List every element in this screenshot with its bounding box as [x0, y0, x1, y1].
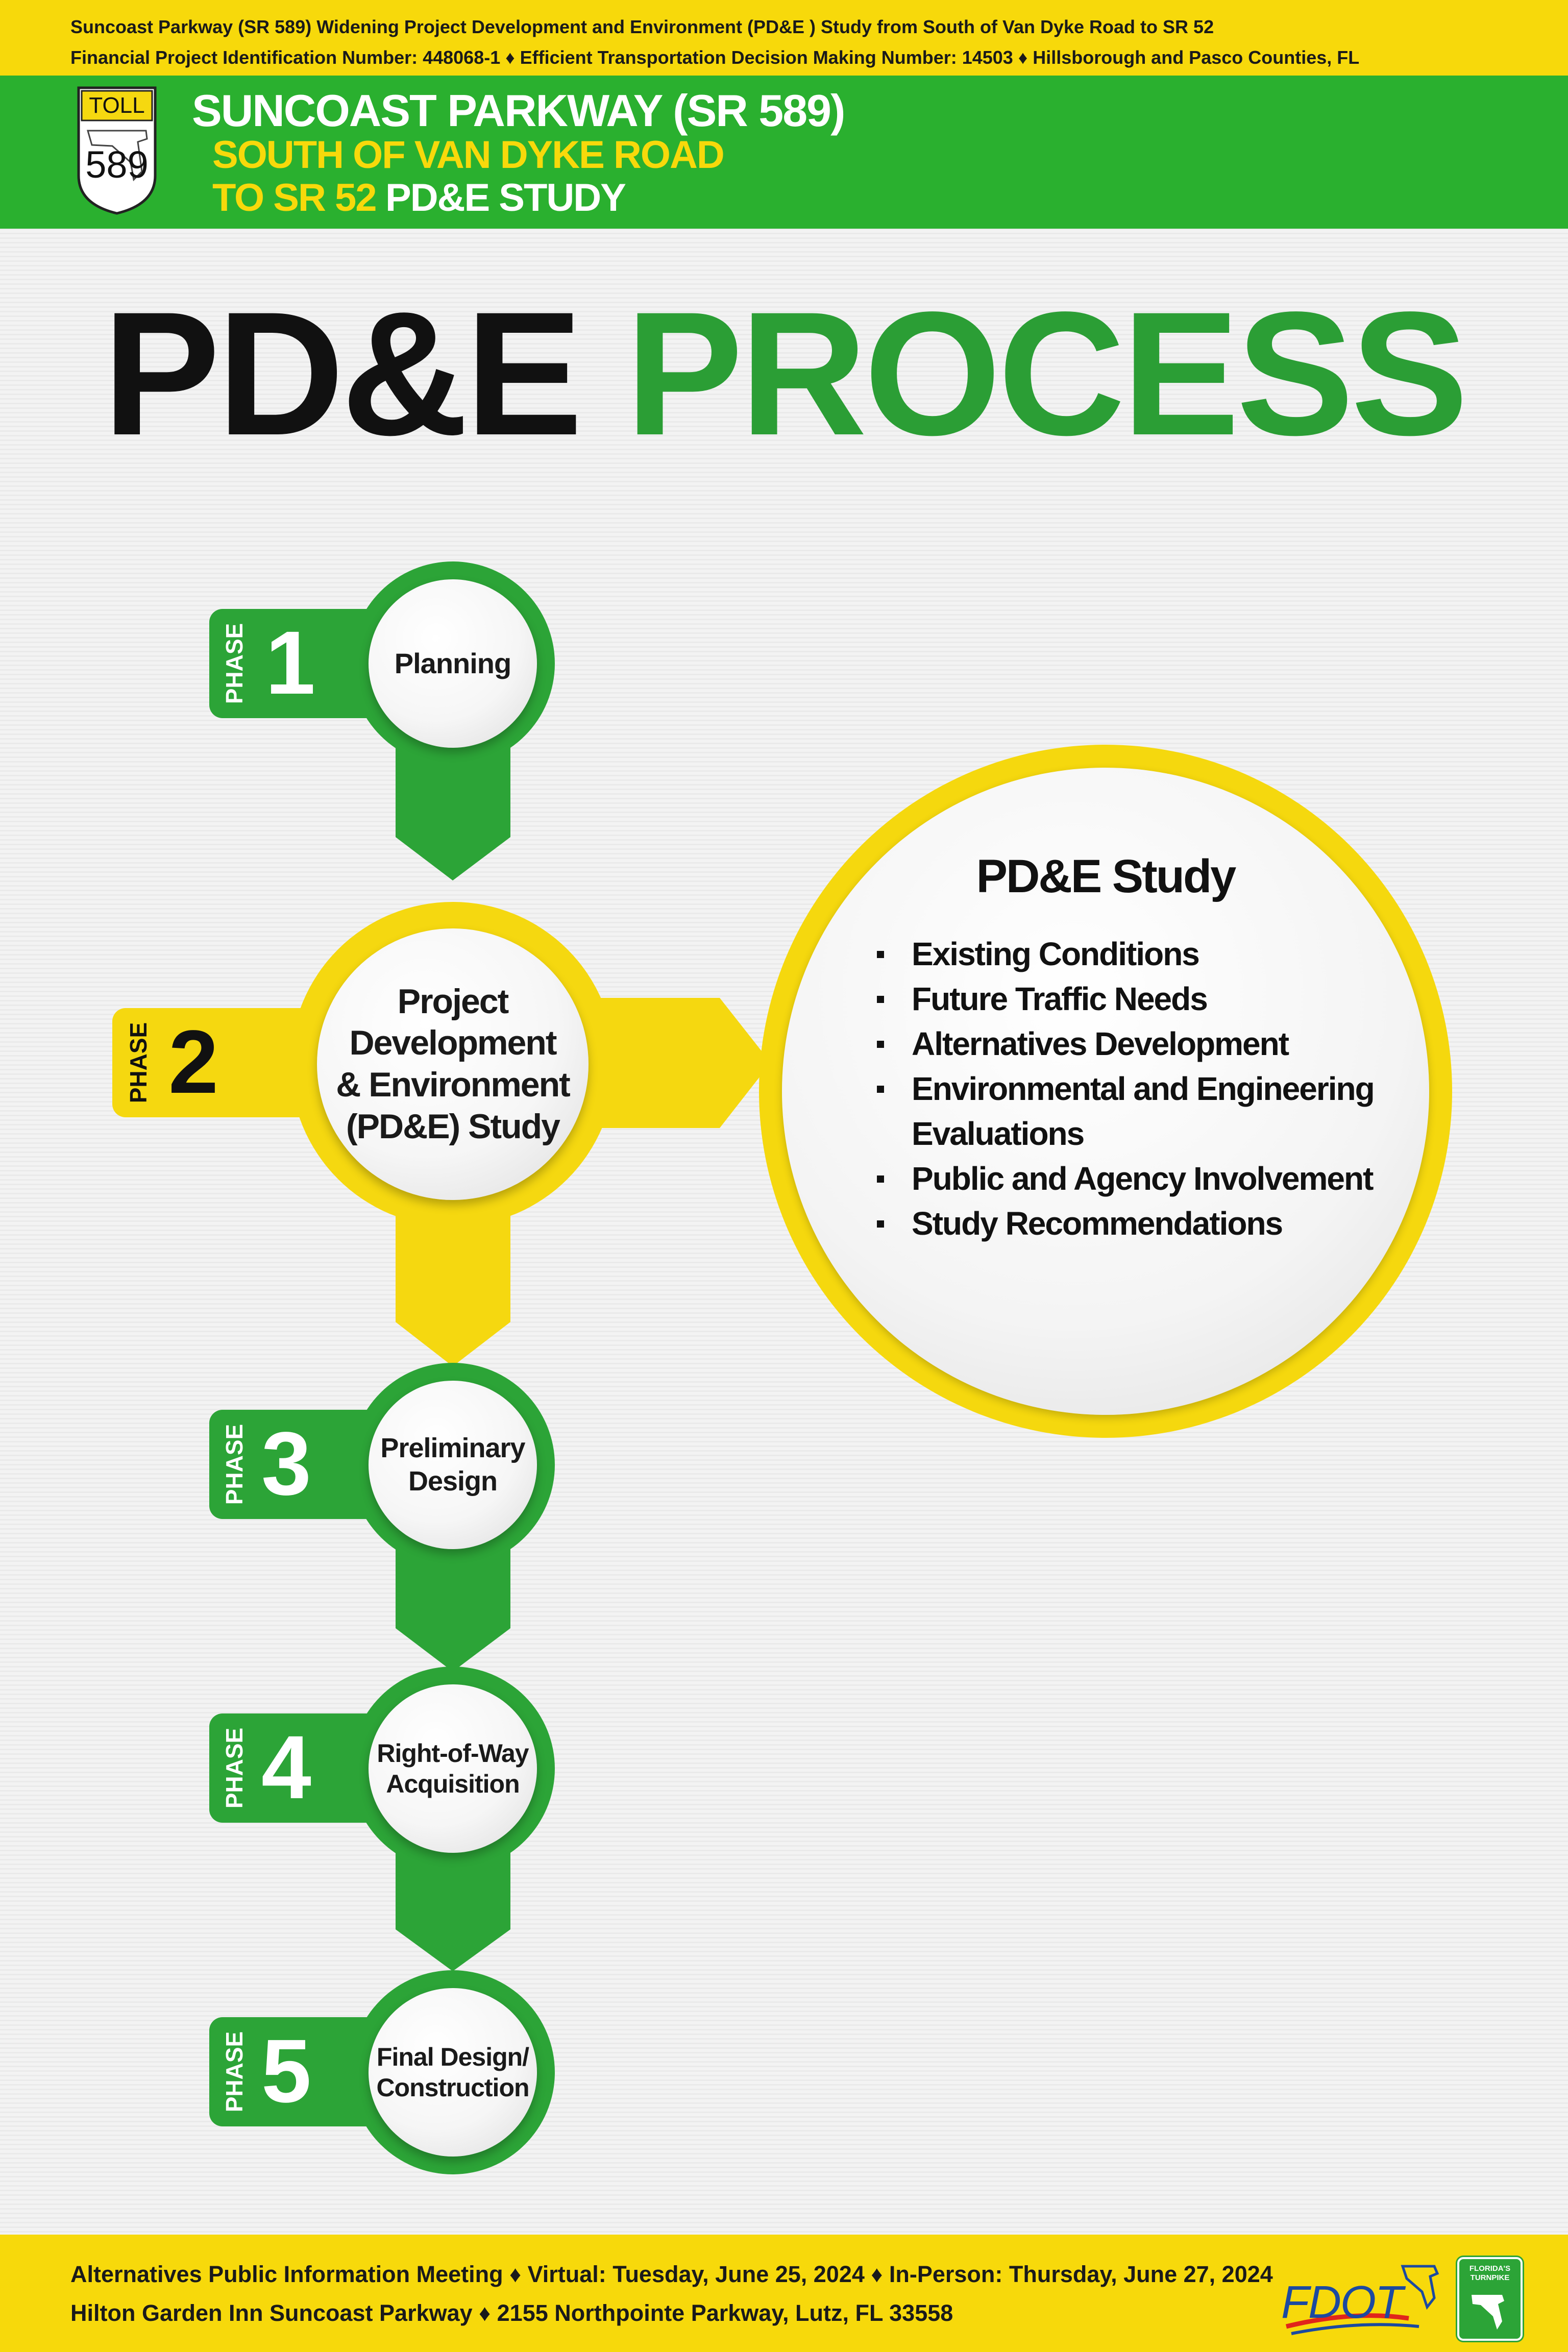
- bullet-icon: [877, 951, 884, 958]
- phase2-number: 2: [168, 1012, 218, 1112]
- arrow-phase1-to-2: [396, 730, 510, 880]
- top-info-bar: Suncoast Parkway (SR 589) Widening Proje…: [0, 0, 1568, 76]
- phase1-word: PHASE: [221, 623, 248, 704]
- arrow-phase2-to-study: [582, 998, 771, 1128]
- header-subtitle-line2: TO SR 52: [212, 176, 377, 219]
- shield-toll-label: TOLL: [89, 93, 145, 118]
- phase5-number: 5: [261, 2021, 311, 2121]
- phase2-word: PHASE: [125, 1022, 152, 1104]
- toll-589-shield-icon: TOLL 589: [77, 86, 157, 215]
- phase1-number: 1: [265, 613, 315, 713]
- bullet-icon: [877, 1041, 884, 1048]
- phase4-number: 4: [261, 1718, 311, 1818]
- project-description: Suncoast Parkway (SR 589) Widening Proje…: [70, 16, 1214, 37]
- header-band: TOLL 589 SUNCOAST PARKWAY (SR 589) SOUTH…: [0, 76, 1568, 229]
- phase3-number: 3: [261, 1414, 311, 1514]
- title-pde: PD&E: [103, 276, 583, 472]
- phase2-label-line4: (PD&E) Study: [346, 1107, 560, 1146]
- study-list: Existing Conditions Future Traffic Needs…: [873, 932, 1375, 1246]
- bullet-icon: [877, 1086, 884, 1093]
- phase2-label-line1: Project: [397, 982, 509, 1021]
- bullet-icon: [877, 996, 884, 1003]
- title-process: PROCESS: [625, 276, 1468, 472]
- page-title: PD&E PROCESS: [0, 286, 1568, 462]
- arrow-phase2-to-3: [396, 1194, 510, 1366]
- phase2-label-line2: Development: [349, 1023, 557, 1063]
- project-identifiers: Financial Project Identification Number:…: [70, 47, 1360, 68]
- phase4-word: PHASE: [221, 1727, 248, 1809]
- list-item: Future Traffic Needs: [873, 976, 1374, 1021]
- footer-bar: Alternatives Public Information Meeting …: [0, 2235, 1568, 2352]
- study-circle: [782, 768, 1429, 1415]
- bullet-icon: [877, 1220, 884, 1228]
- phase4-label-line1: Right-of-Way: [377, 1739, 529, 1768]
- fdot-logo: FDOT: [1281, 2261, 1450, 2338]
- phase5-word: PHASE: [221, 2031, 248, 2113]
- header-subtitle-line1: SOUTH OF VAN DYKE ROAD: [212, 133, 725, 177]
- phase3-label-line1: Preliminary: [380, 1433, 525, 1464]
- study-title: PD&E Study: [976, 850, 1237, 902]
- list-item: Study Recommendations: [873, 1201, 1374, 1246]
- meeting-location: Hilton Garden Inn Suncoast Parkway ♦ 215…: [70, 2300, 953, 2326]
- bullet-icon: [877, 1175, 884, 1183]
- phase3-circle: Preliminary Design: [369, 1381, 537, 1549]
- phase3-label-line2: Design: [408, 1466, 498, 1497]
- turnpike-logo-text: FLORIDA'S TURNPIKE: [1469, 2264, 1511, 2282]
- list-item: Existing Conditions: [873, 932, 1374, 976]
- phase5-label-line1: Final Design/: [376, 2043, 529, 2071]
- florida-map-icon: [1472, 2295, 1504, 2330]
- fdot-logo-text: FDOT: [1281, 2277, 1403, 2328]
- phase1-circle: Planning: [369, 579, 537, 748]
- phase4-circle: Right-of-Way Acquisition: [369, 1684, 537, 1853]
- turnpike-logo: FLORIDA'S TURNPIKE: [1457, 2257, 1523, 2341]
- header-title: SUNCOAST PARKWAY (SR 589): [192, 85, 845, 136]
- phase2-label-line3: & Environment: [336, 1065, 571, 1104]
- phase4-label-line2: Acquisition: [386, 1770, 520, 1798]
- meeting-info: Alternatives Public Information Meeting …: [70, 2261, 1273, 2287]
- phase5-circle: Final Design/ Construction: [369, 1988, 537, 2157]
- header-study-label: PD&E STUDY: [385, 176, 626, 219]
- phase5-label-line2: Construction: [376, 2073, 529, 2102]
- phase2-circle: Project Development & Environment (PD&E)…: [317, 928, 589, 1200]
- shield-route-number: 589: [85, 143, 149, 186]
- phase1-label: Planning: [394, 647, 511, 680]
- phase3-word: PHASE: [221, 1424, 248, 1505]
- list-item: Public and Agency Involvement: [873, 1156, 1374, 1201]
- list-item: Alternatives Development: [873, 1021, 1374, 1066]
